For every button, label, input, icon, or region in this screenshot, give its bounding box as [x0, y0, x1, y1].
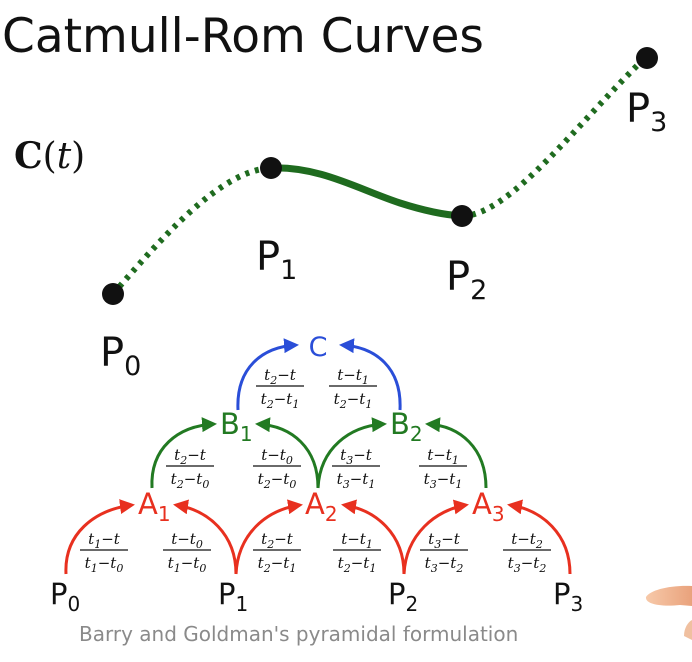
arrow-a2-to-b1	[255, 417, 320, 489]
fraction-numerator: t−t2	[511, 530, 543, 551]
fraction-numerator: t−t1	[337, 366, 369, 387]
pyramid-node-a2: A2	[305, 487, 338, 526]
fraction-denominator: t2−t1	[334, 390, 373, 411]
weight-c-2: t−t1 t2−t1	[329, 366, 377, 411]
control-point-p1-dot	[260, 157, 282, 179]
curve-label-main: C	[14, 135, 43, 177]
weight-a-4: t−t1 t2−t1	[333, 530, 381, 575]
pyramid-node-p3: P3	[553, 577, 583, 616]
weight-b-2: t−t0 t2−t0	[253, 446, 301, 491]
curve-label-var: t	[57, 136, 72, 177]
arrow-a2-to-b2	[316, 417, 387, 489]
fraction-denominator: t3−t1	[424, 470, 463, 491]
control-point-p0-label: P0	[100, 330, 141, 382]
fraction-denominator: t2−t0	[171, 470, 210, 491]
curve-label: C(t)	[14, 135, 85, 177]
pyramid-node-b1: B1	[220, 407, 253, 446]
weight-b-3: t3−t t3−t1	[332, 446, 380, 491]
weight-a-2: t−t0 t1−t0	[163, 530, 211, 575]
weight-a-6: t−t2 t3−t2	[503, 530, 551, 575]
pyramid-node-c: C	[309, 332, 328, 363]
arrow-a3-to-b2	[425, 417, 488, 489]
fraction-numerator: t3−t	[340, 446, 373, 467]
arrow-p1-to-a1	[173, 499, 238, 575]
control-point-p2-label: P2	[446, 254, 487, 306]
pyramid-node-p1: P1	[218, 577, 248, 616]
weight-c-1: t2−t t2−t1	[256, 366, 304, 411]
fraction-denominator: t1−t0	[168, 554, 207, 575]
weight-b-4: t−t1 t3−t1	[419, 446, 467, 491]
control-point-p3-dot	[636, 47, 658, 69]
fraction-numerator: t−t1	[341, 530, 373, 551]
fraction-numerator: t2−t	[261, 530, 294, 551]
arrow-p2-to-a3	[402, 499, 469, 575]
pyramid-node-p2: P2	[388, 577, 418, 616]
weight-b-1: t2−t t2−t0	[166, 446, 214, 491]
pyramid-node-a3: A3	[472, 487, 505, 526]
curve-label-open: (	[43, 136, 57, 177]
control-point-p1-label: P1	[256, 234, 297, 286]
pyramid-node-p0: P0	[50, 577, 80, 616]
pyramid-node-b2: B2	[390, 407, 423, 446]
fraction-numerator: t2−t	[264, 366, 297, 387]
curve-label-close: )	[71, 136, 85, 177]
control-point-p2-dot	[451, 205, 473, 227]
fraction-denominator: t1−t0	[85, 554, 124, 575]
pyramid-node-a1: A1	[138, 487, 171, 526]
arrow-p1-to-a2	[234, 499, 303, 575]
arrow-p3-to-a3	[507, 499, 572, 575]
fraction-denominator: t2−t0	[258, 470, 297, 491]
fraction-numerator: t3−t	[428, 530, 461, 551]
arrow-p2-to-a2	[341, 499, 406, 575]
fraction-denominator: t2−t1	[338, 554, 377, 575]
curve-segment-main	[270, 164, 463, 220]
weight-a-3: t2−t t2−t1	[253, 530, 301, 575]
curve-extension-right	[461, 55, 648, 219]
fraction-numerator: t−t0	[261, 446, 293, 467]
weight-a-5: t3−t t3−t2	[420, 530, 468, 575]
fraction-denominator: t3−t2	[425, 554, 464, 575]
fraction-denominator: t3−t1	[337, 470, 376, 491]
arrow-b2-to-c	[339, 338, 402, 411]
presenter-hand	[645, 585, 692, 640]
fraction-denominator: t2−t1	[258, 554, 297, 575]
arrow-a1-to-b1	[150, 417, 217, 489]
fraction-denominator: t2−t1	[261, 390, 300, 411]
curve-extension-left	[110, 165, 272, 296]
weight-fractions: t2−t t2−t1 t−t1 t2−t1 t2−t t2−t0 t−t0 t2−t0 t3−t…	[80, 366, 551, 575]
fraction-denominator: t3−t2	[508, 554, 547, 575]
fraction-numerator: t1−t	[88, 530, 121, 551]
slide-title: Catmull-Rom Curves	[2, 9, 484, 64]
fraction-numerator: t2−t	[174, 446, 207, 467]
control-point-p3-label: P3	[626, 86, 667, 138]
fraction-numerator: t−t0	[171, 530, 203, 551]
control-point-p0-dot	[102, 283, 124, 305]
caption: Barry and Goldman's pyramidal formulatio…	[79, 622, 518, 646]
weight-a-1: t1−t t1−t0	[80, 530, 128, 575]
arrow-p0-to-a1	[64, 499, 135, 575]
fraction-numerator: t−t1	[427, 446, 459, 467]
arrow-b1-to-c	[236, 338, 299, 411]
